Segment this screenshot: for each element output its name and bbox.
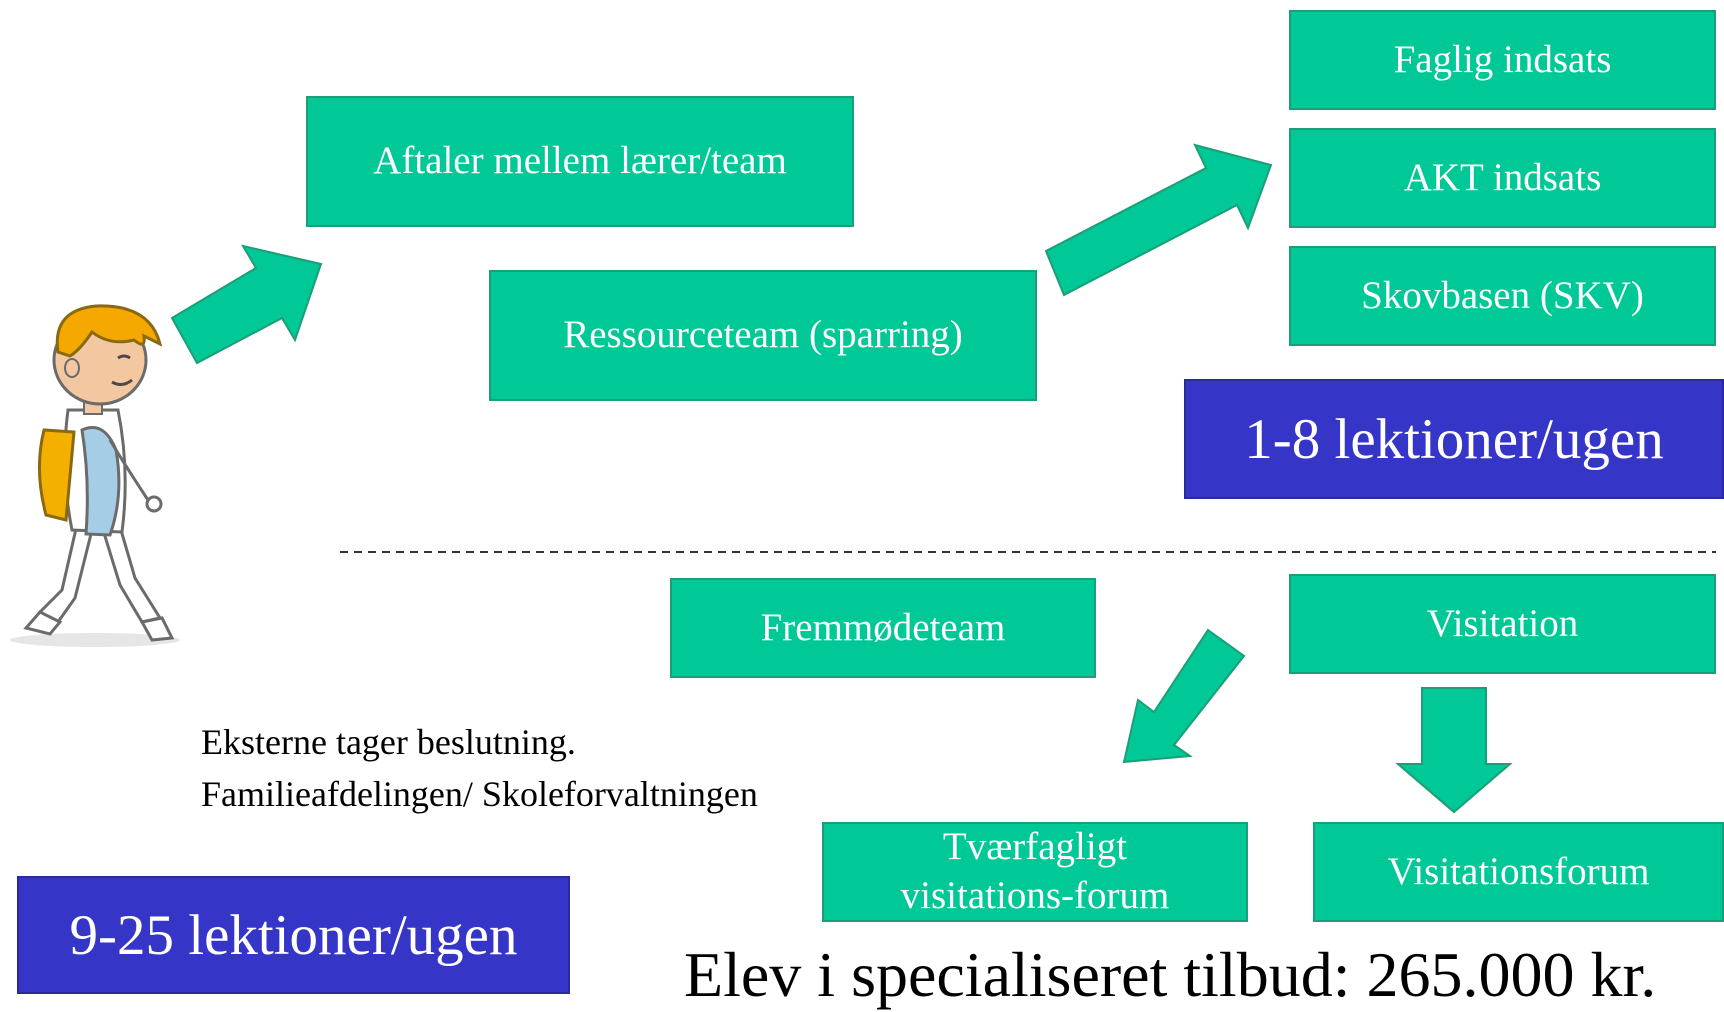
box-aftaler-label: Aftaler mellem lærer/team <box>373 139 787 183</box>
note-line2: Familieafdelingen/ Skoleforvaltningen <box>201 774 758 814</box>
box-akt-label: AKT indsats <box>1403 155 1602 199</box>
badge-upper-label: 1-8 lektioner/ugen <box>1244 407 1664 471</box>
badge-1-8-lektioner: 1-8 lektioner/ugen <box>1184 379 1724 499</box>
bottom-cost-text: Elev i specialiseret tilbud: 265.000 kr. <box>684 939 1657 1010</box>
box-akt-indsats: AKT indsats <box>1289 128 1716 228</box>
arrow-to-aftaler-icon <box>170 244 323 365</box>
box-faglig-indsats: Faglig indsats <box>1289 10 1716 110</box>
box-skovbasen: Skovbasen (SKV) <box>1289 246 1716 346</box>
box-ressourceteam-label: Ressourceteam (sparring) <box>563 313 963 357</box>
note-line1: Eksterne tager beslutning. <box>201 722 576 762</box>
box-skovbasen-label: Skovbasen (SKV) <box>1361 273 1644 317</box>
badge-lower-label: 9-25 lektioner/ugen <box>69 903 518 967</box>
badge-9-25-lektioner: 9-25 lektioner/ugen <box>17 876 570 994</box>
note-text: Eksterne tager beslutning. Familieafdeli… <box>201 716 758 820</box>
box-tvaerfagligt-line1: Tværfagligt <box>942 825 1128 869</box>
arrow-to-tvaerfagligt-icon <box>1122 628 1246 764</box>
box-aftaler: Aftaler mellem lærer/team <box>306 96 854 227</box>
box-fremmoedeteam-label: Fremmødeteam <box>760 605 1006 649</box>
walking-child-illustration <box>10 304 180 647</box>
box-tvaerfagligt-line2: visitations-forum <box>900 874 1170 917</box>
box-visitationsforum: Visitationsforum <box>1313 822 1724 922</box>
arrow-to-visitationsforum-icon <box>1395 687 1513 814</box>
box-ressourceteam: Ressourceteam (sparring) <box>489 270 1037 401</box>
arrow-to-indsatser-icon <box>1044 143 1273 297</box>
box-visitation: Visitation <box>1289 574 1716 674</box>
box-tvaerfagligt: Tværfagligt visitations-forum <box>822 822 1248 922</box>
box-fremmoedeteam: Fremmødeteam <box>670 578 1096 678</box>
box-visitationsforum-label: Visitationsforum <box>1387 849 1650 893</box>
box-visitation-label: Visitation <box>1426 601 1579 645</box>
box-faglig-label: Faglig indsats <box>1393 37 1612 81</box>
